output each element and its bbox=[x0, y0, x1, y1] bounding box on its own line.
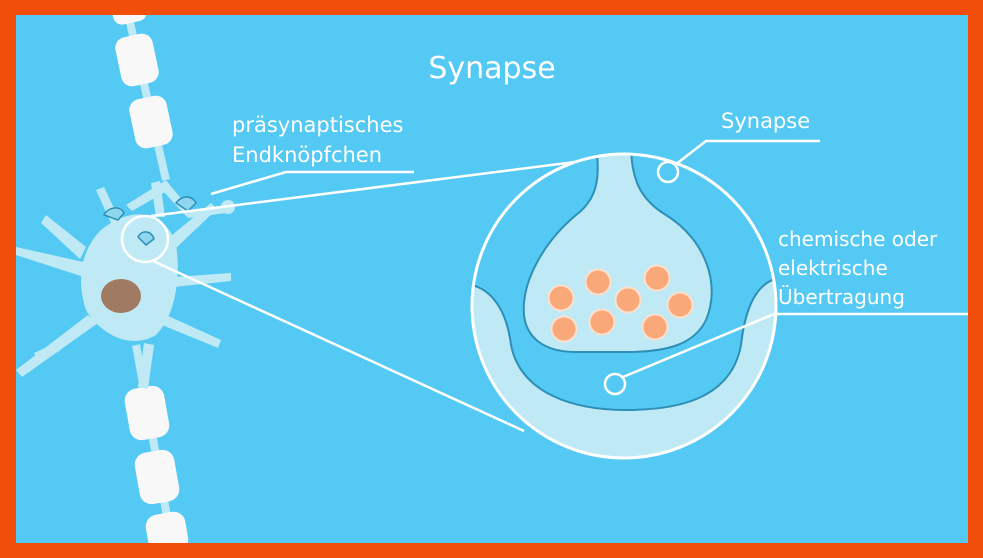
presynaptic-terminal-marker bbox=[120, 214, 170, 264]
callouts bbox=[210, 139, 968, 396]
magnified-synapse bbox=[470, 152, 778, 460]
diagram-canvas: Synapse präsynaptisches Endknöpfchen Syn… bbox=[16, 15, 968, 543]
diagram-title: Synapse bbox=[428, 51, 555, 86]
magnifier-outline bbox=[470, 152, 778, 460]
synapse-diagram: Synapse präsynaptisches Endknöpfchen Syn… bbox=[16, 15, 968, 543]
label-transmission-line1: chemische oder bbox=[778, 227, 938, 251]
label-presynaptic-line2: Endknöpfchen bbox=[232, 143, 382, 167]
zoom-lines bbox=[150, 156, 607, 433]
label-transmission-line2: elektrische bbox=[778, 256, 888, 280]
label-transmission-line3: Übertragung bbox=[778, 285, 905, 309]
synaptic-vesicles bbox=[547, 264, 694, 343]
label-synapse: Synapse bbox=[721, 109, 810, 133]
nucleus bbox=[101, 279, 141, 313]
myelin-sheath bbox=[111, 15, 189, 543]
label-presynaptic-line1: präsynaptisches bbox=[232, 113, 403, 137]
